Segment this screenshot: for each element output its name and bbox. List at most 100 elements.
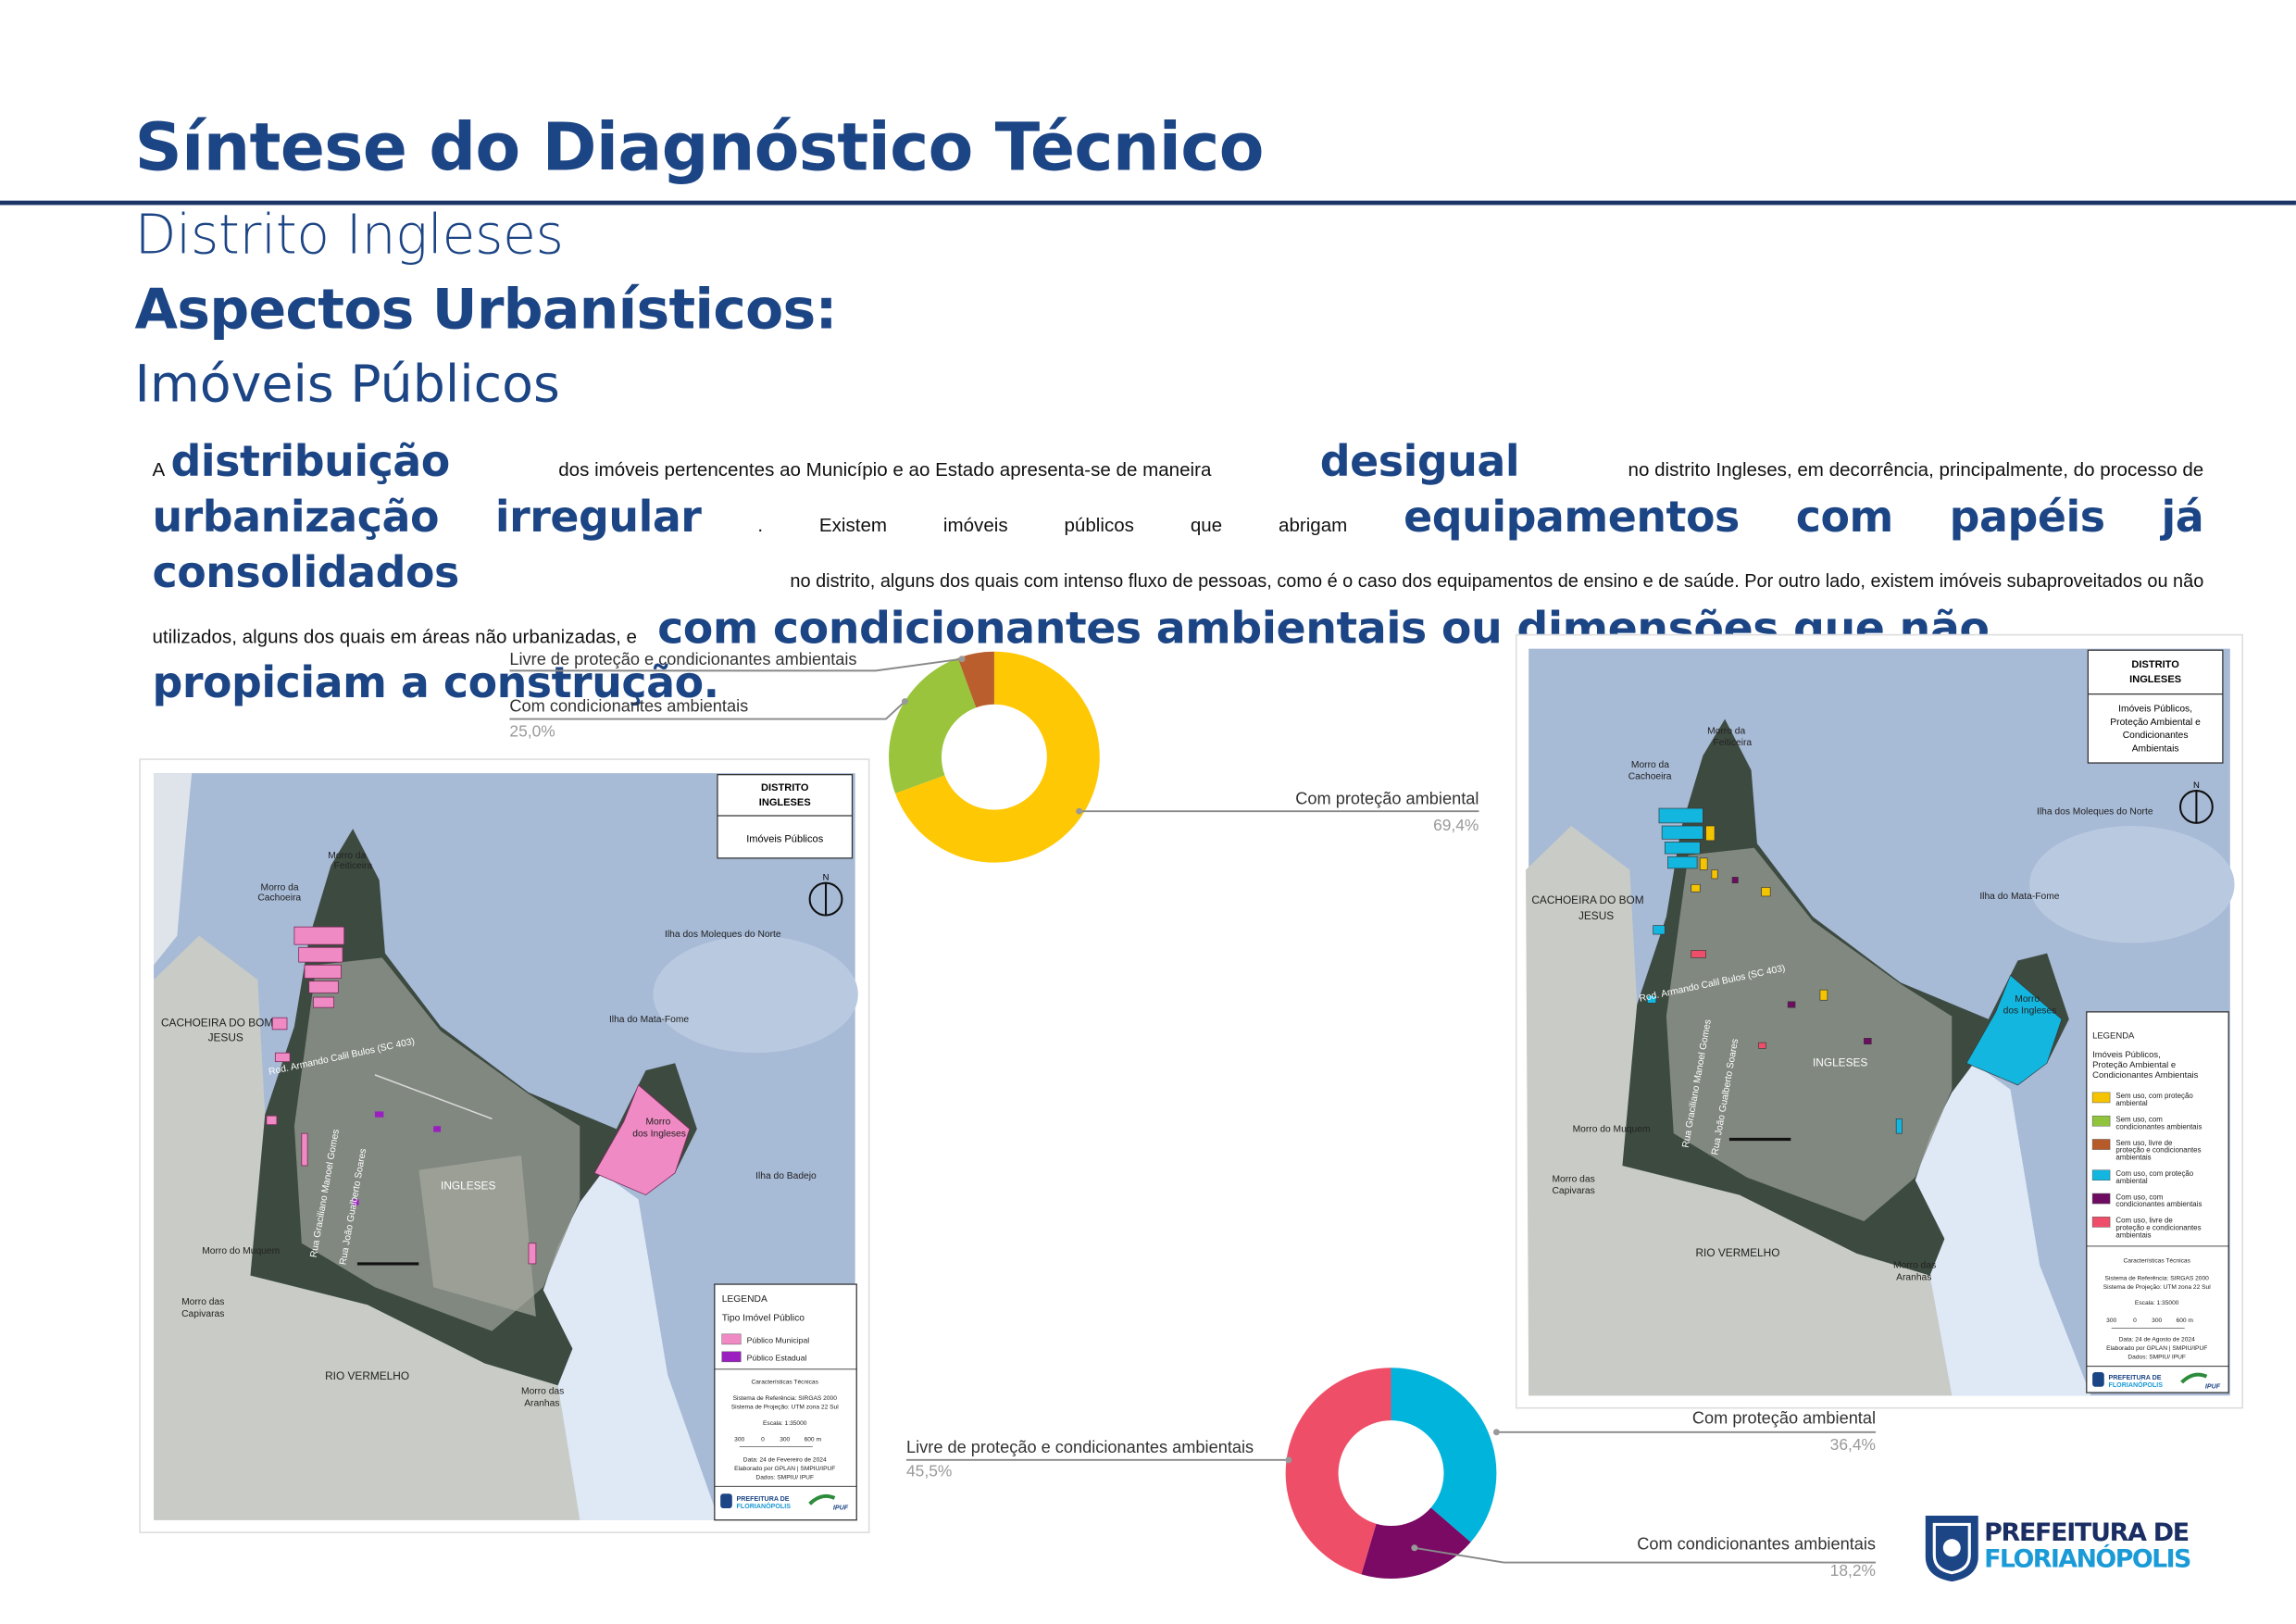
svg-text:Escala: 1:35000: Escala: 1:35000	[763, 1420, 807, 1427]
paragraph-text: utilizados, alguns dos quais em áreas nã…	[152, 625, 637, 648]
svg-text:Feiticeira: Feiticeira	[334, 861, 373, 871]
svg-text:Com uso, com proteção: Com uso, com proteção	[2115, 1169, 2193, 1178]
highlight-word: urbanização	[152, 492, 440, 543]
svg-text:600 m: 600 m	[805, 1436, 822, 1443]
highlight-word: papéis	[1949, 492, 2105, 543]
chart1-label-condicionantes: Com condicionantes ambientais	[509, 698, 749, 717]
logo-line-2: FLORIANÓPOLIS	[1984, 1544, 2191, 1575]
svg-text:Ilha do Badejo: Ilha do Badejo	[755, 1171, 817, 1181]
urban-area	[1666, 847, 1953, 1222]
beach-sea-faded	[1915, 1063, 2091, 1396]
svg-text:Morro da: Morro da	[261, 883, 299, 893]
svg-text:Público Municipal: Público Municipal	[747, 1335, 810, 1344]
chart2-value-condicionantes: 18,2%	[1829, 1562, 1877, 1580]
svg-text:RIO VERMELHO: RIO VERMELHO	[325, 1369, 409, 1382]
svg-text:0: 0	[761, 1436, 765, 1443]
paragraph-text: A	[152, 458, 166, 481]
paragraph-text: Existem	[818, 514, 888, 536]
svg-text:Sistema de Projeção: UTM zona: Sistema de Projeção: UTM zona 22 Sul	[731, 1404, 840, 1410]
prefeitura-logo: PREFEITURA DE FLORIANÓPOLIS	[1923, 1513, 2202, 1583]
svg-text:Ilha dos Moleques do Norte: Ilha dos Moleques do Norte	[2037, 806, 2153, 817]
svg-text:IPUF: IPUF	[833, 1505, 849, 1512]
paragraph-text: que	[1190, 514, 1223, 536]
chart2-label-condicionantes: Com condicionantes ambientais	[1637, 1536, 1877, 1555]
paragraph-text: públicos	[1064, 514, 1134, 536]
svg-text:Imóveis Públicos: Imóveis Públicos	[746, 833, 823, 844]
svg-text:Aranhas: Aranhas	[524, 1398, 559, 1408]
svg-text:Morro das: Morro das	[521, 1387, 564, 1397]
chart2-label-protecao: Com proteção ambiental	[1691, 1410, 1877, 1429]
svg-text:Dados: SMPIU/ IPUF: Dados: SMPIU/ IPUF	[755, 1474, 814, 1480]
mainland-faded	[154, 773, 193, 966]
highlight-word: irregular	[494, 492, 702, 543]
chart1-value-protecao: 69,4%	[1433, 817, 1479, 835]
svg-text:ambientais: ambientais	[2115, 1230, 2151, 1239]
title-divider	[0, 200, 2296, 206]
svg-text:Imóveis Públicos,: Imóveis Públicos,	[2092, 1050, 2161, 1060]
svg-text:Ambientais: Ambientais	[2132, 743, 2179, 754]
svg-text:Feiticeira: Feiticeira	[1713, 738, 1752, 748]
svg-text:DISTRITO: DISTRITO	[761, 782, 809, 793]
svg-text:Sistema de Referência: SIRGAS: Sistema de Referência: SIRGAS 2000	[2105, 1275, 2210, 1281]
map-legend: LEGENDA Imóveis Públicos, Proteção Ambie…	[2086, 1011, 2229, 1393]
svg-text:Morro da: Morro da	[1631, 760, 1669, 770]
highlight-word: equipamentos	[1404, 492, 1740, 543]
map-title-box: DISTRITO INGLESES Imóveis Públicos, Prot…	[2087, 649, 2224, 764]
paragraph-text: dos imóveis pertencentes ao Município e …	[558, 458, 1212, 481]
donut-slice-2	[1361, 1507, 1471, 1579]
svg-text:PREFEITURA DE: PREFEITURA DE	[737, 1495, 790, 1503]
map-legend: LEGENDA Tipo Imóvel Público Público Muni…	[714, 1283, 857, 1521]
logo-line-1: PREFEITURA DE	[1984, 1518, 2190, 1548]
paragraph-line-3: consolidados no distrito, alguns dos qua…	[152, 548, 2203, 598]
svg-text:dos Ingleses: dos Ingleses	[2003, 1006, 2057, 1016]
svg-text:FLORIANÓPOLIS: FLORIANÓPOLIS	[2109, 1380, 2164, 1389]
svg-text:LEGENDA: LEGENDA	[2092, 1031, 2135, 1041]
svg-text:condicionantes ambientais: condicionantes ambientais	[2115, 1200, 2202, 1208]
svg-text:INGLESES: INGLESES	[1813, 1056, 1867, 1068]
svg-text:PREFEITURA DE: PREFEITURA DE	[2109, 1374, 2162, 1381]
svg-text:Morro das: Morro das	[1893, 1261, 1936, 1271]
svg-text:Com uso, com: Com uso, com	[2115, 1193, 2163, 1201]
svg-text:INGLESES: INGLESES	[441, 1179, 495, 1192]
svg-text:Imóveis Públicos,: Imóveis Públicos,	[2118, 705, 2192, 715]
svg-text:Elaborado por GPLAN | SMPIU/IP: Elaborado por GPLAN | SMPIU/IPUF	[734, 1466, 835, 1472]
subsection-title: Imóveis Públicos	[134, 356, 560, 415]
beach-sea-faded	[543, 1172, 719, 1520]
district-name: Distrito Ingleses	[134, 203, 565, 267]
sea-shading	[653, 935, 858, 1054]
highlight-word: com	[1795, 492, 1894, 543]
donut-slice-3	[1285, 1368, 1391, 1575]
chart2-value-protecao: 36,4%	[1829, 1436, 1877, 1455]
svg-text:Características Técnicas: Características Técnicas	[752, 1380, 819, 1386]
svg-text:RIO VERMELHO: RIO VERMELHO	[1695, 1246, 1779, 1259]
paragraph-text: imóveis	[942, 514, 1008, 536]
svg-text:Data: 24 de Fevereiro de 2024: Data: 24 de Fevereiro de 2024	[743, 1456, 827, 1463]
svg-text:300: 300	[734, 1436, 744, 1443]
svg-text:Ilha do Mata-Fome: Ilha do Mata-Fome	[1979, 892, 2059, 902]
donut-chart-2	[1285, 1368, 1497, 1579]
north-arrow-icon: N	[2178, 781, 2214, 824]
svg-text:300: 300	[2106, 1318, 2116, 1324]
svg-text:Capivaras: Capivaras	[1552, 1186, 1594, 1196]
svg-text:Sem uso, com: Sem uso, com	[2115, 1116, 2163, 1124]
svg-text:300: 300	[780, 1436, 790, 1443]
svg-text:Proteção Ambiental e: Proteção Ambiental e	[2110, 718, 2201, 728]
svg-text:JESUS: JESUS	[208, 1031, 243, 1044]
svg-text:JESUS: JESUS	[1578, 909, 1614, 922]
svg-text:ambientais: ambientais	[2115, 1154, 2151, 1162]
sea-shading	[2029, 826, 2235, 943]
svg-text:300: 300	[2152, 1318, 2162, 1324]
svg-text:proteção e condicionantes: proteção e condicionantes	[2115, 1224, 2201, 1232]
svg-text:Morro: Morro	[2015, 994, 2040, 1005]
svg-text:Condicionantes: Condicionantes	[2123, 731, 2189, 741]
urban-area	[418, 1155, 536, 1317]
road	[374, 1074, 493, 1120]
mainland-faded	[154, 935, 580, 1520]
svg-text:IPUF: IPUF	[2205, 1382, 2221, 1390]
svg-text:ambiental: ambiental	[2115, 1177, 2147, 1185]
svg-text:Tipo Imóvel Público: Tipo Imóvel Público	[722, 1314, 805, 1324]
svg-text:ambiental: ambiental	[2115, 1099, 2147, 1107]
